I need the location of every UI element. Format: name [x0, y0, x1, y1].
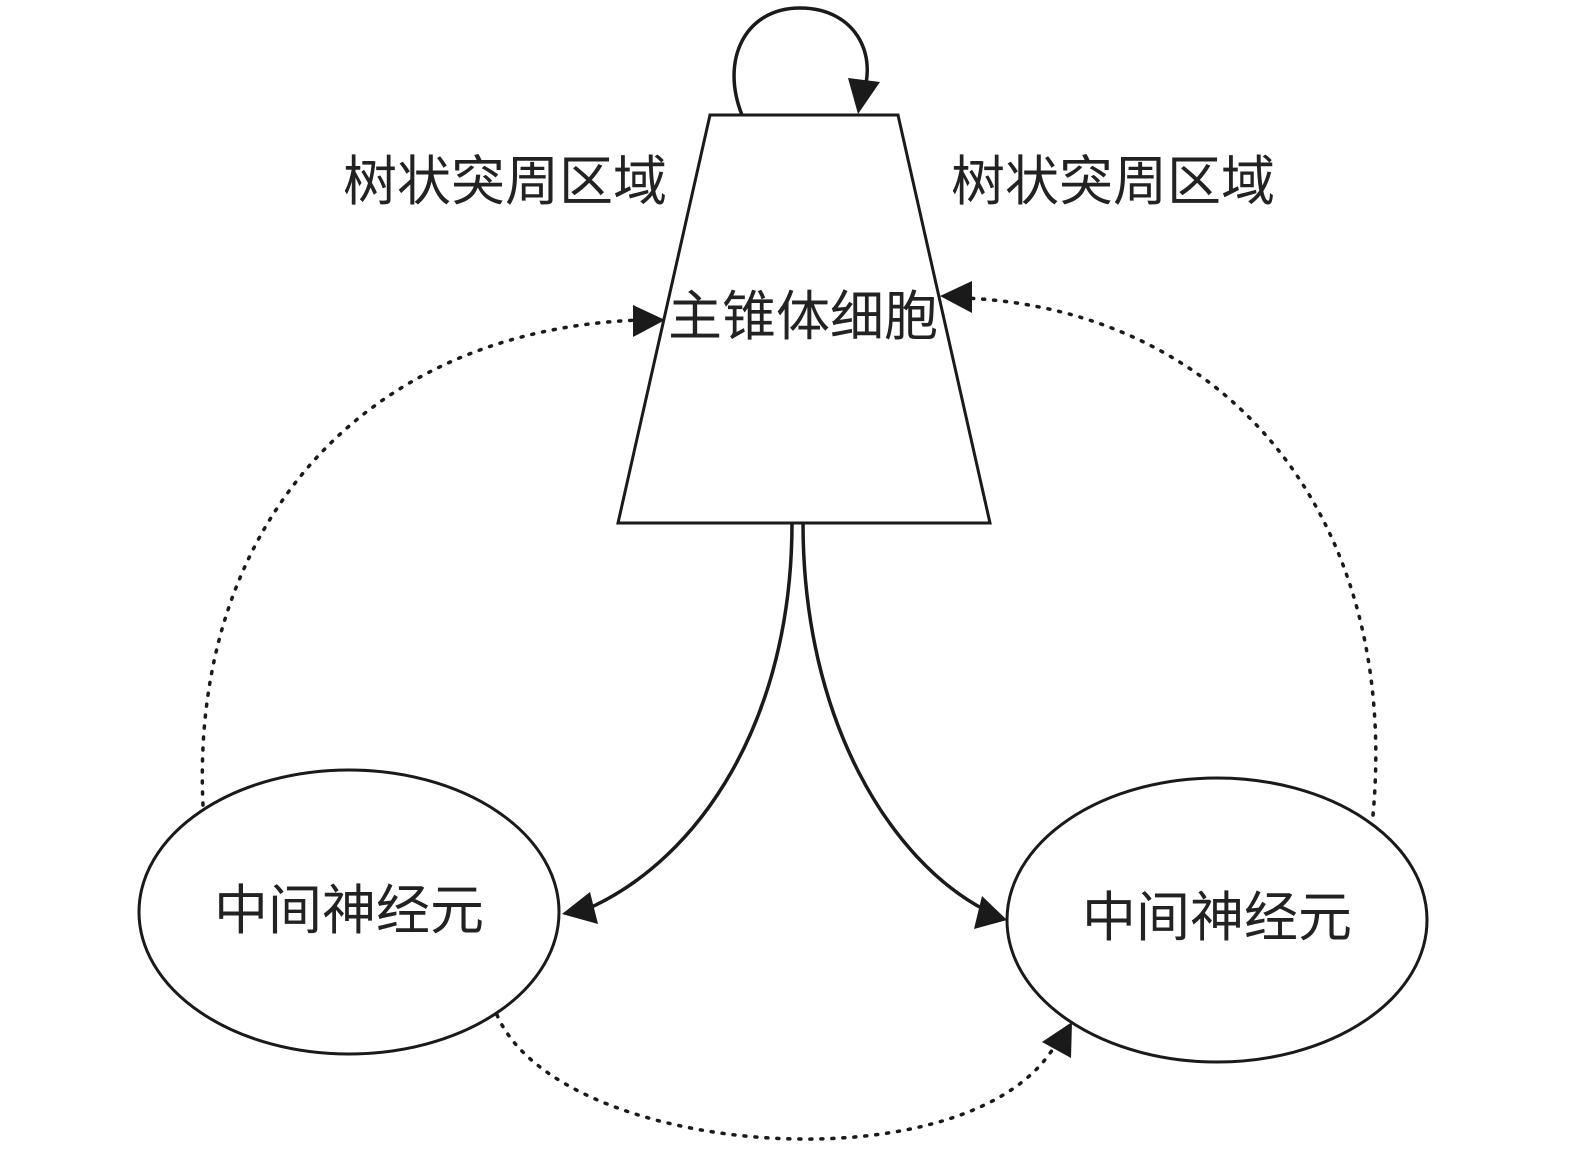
axon-to-left-interneuron [584, 522, 794, 912]
lateral-interneuron-dotted [495, 1013, 1060, 1141]
feedback-right-dotted [963, 296, 1378, 817]
interneuron-left-label: 中间神经元 [214, 879, 484, 942]
feedback-left-arrowhead [633, 305, 665, 337]
dendrite-region-right-label: 树状突周区域 [951, 150, 1275, 213]
feedback-right-arrowhead [940, 281, 972, 313]
pyramidal-cell-shape [616, 113, 992, 525]
axon-to-right-arrowhead [974, 896, 1007, 929]
lateral-interneuron-arrowhead [1042, 1022, 1072, 1058]
dendrite-region-left-label: 树状突周区域 [343, 150, 667, 213]
axon-to-right-interneuron [801, 522, 986, 912]
feedback-left-dotted [200, 318, 642, 807]
interneuron-right-label: 中间神经元 [1082, 886, 1352, 949]
axon-to-left-arrowhead [562, 892, 598, 924]
pyramidal-cell-label: 主锥体细胞 [668, 285, 938, 348]
self-loop-arrow [732, 6, 869, 116]
interneuron-left-shape [137, 768, 561, 1056]
self-loop-arrowhead [848, 78, 880, 114]
